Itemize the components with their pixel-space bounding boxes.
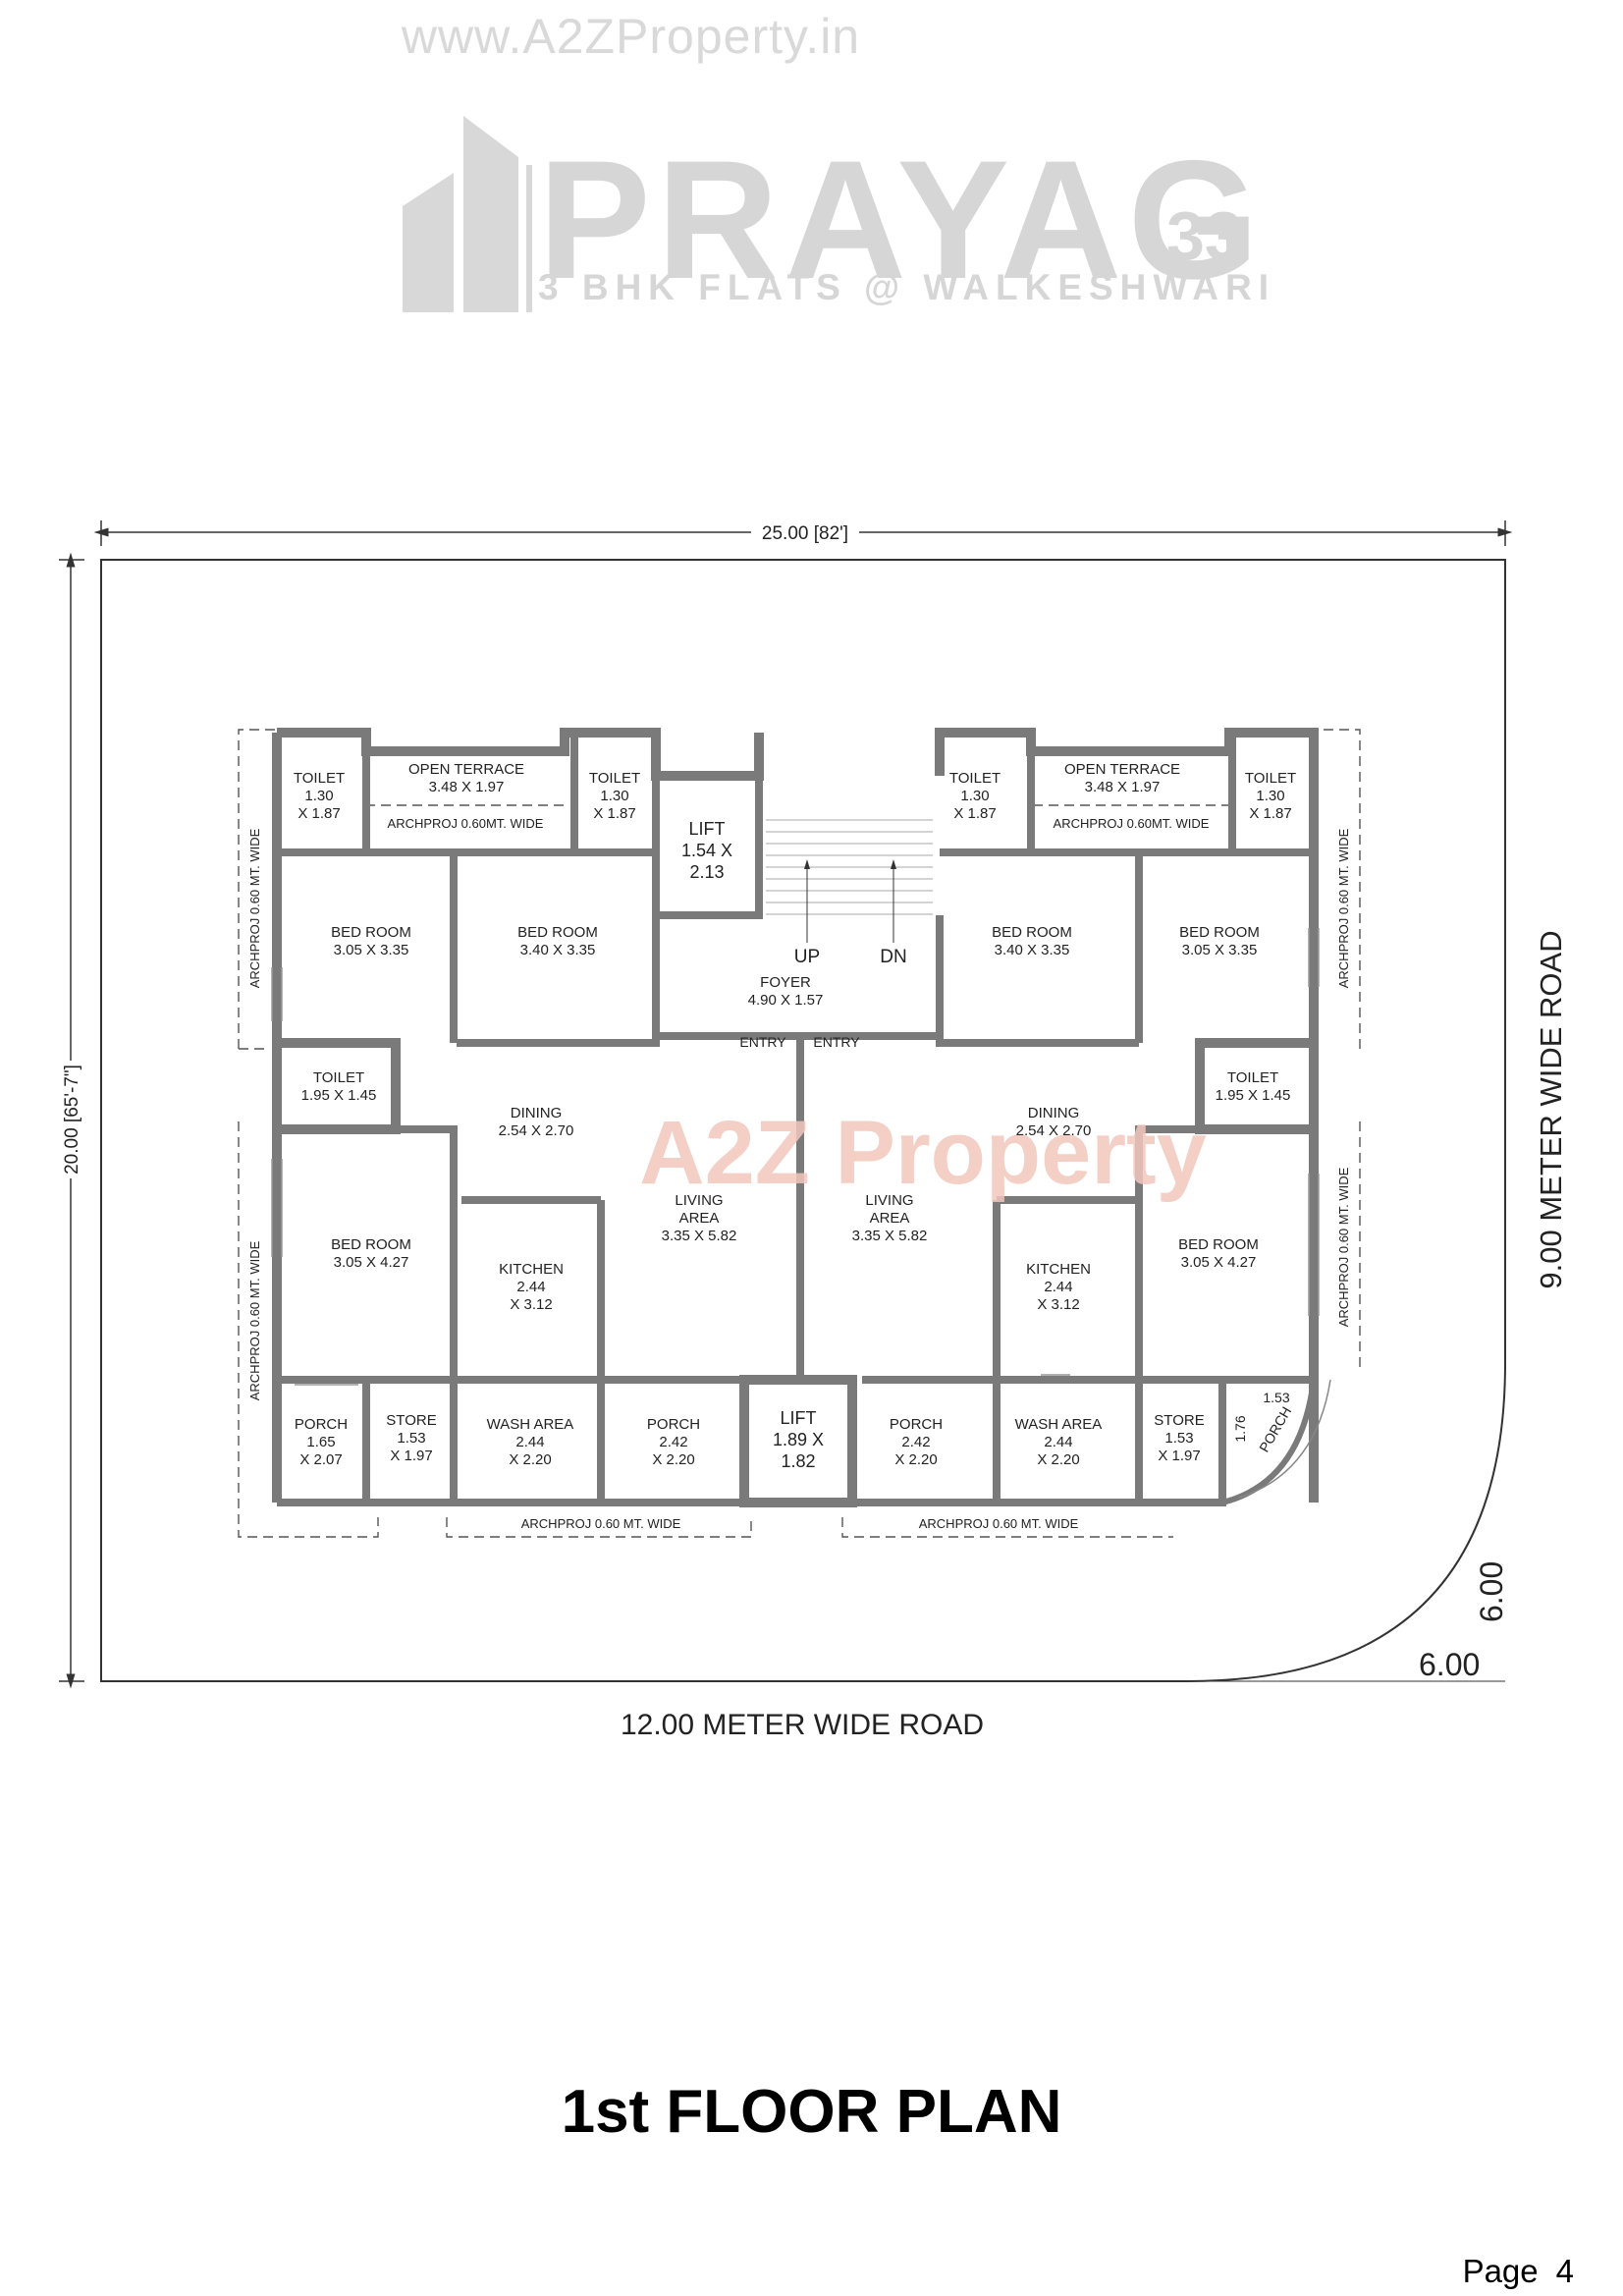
corner-porch-width: 1.53 — [1263, 1390, 1289, 1405]
page-value: 4 — [1555, 2253, 1574, 2289]
projection-label-bottom-left: ARCHPROJ 0.60 MT. WIDE — [521, 1516, 681, 1531]
projection-label-side-left-bottom: ARCHPROJ 0.60 MT. WIDE — [247, 1240, 262, 1400]
building-logo-icon — [403, 116, 532, 312]
brand-watermark: A2Z Property — [639, 1103, 1207, 1203]
corner-dimension-bottom: 6.00 — [1419, 1647, 1480, 1682]
page-label: Page — [1462, 2253, 1539, 2289]
site-boundary — [100, 559, 1506, 1682]
logo-wordmark: PRAYAG — [538, 126, 1266, 314]
corner-porch-label: PORCH — [1256, 1404, 1294, 1455]
stairs-up-label: UP — [794, 947, 820, 967]
projection-label-side-left-top: ARCHPROJ 0.60 MT. WIDE — [247, 828, 262, 988]
projection-label-side-right-bottom: ARCHPROJ 0.60 MT. WIDE — [1336, 1167, 1351, 1327]
projection-outlines — [238, 729, 1361, 1538]
stairs-down-label: DN — [880, 947, 906, 967]
entry-left: ENTRY — [739, 1034, 786, 1050]
bottom-road-label: 12.00 METER WIDE ROAD — [621, 1709, 984, 1741]
projection-label-top-left: ARCHPROJ 0.60MT. WIDE — [388, 816, 544, 831]
corner-dimension-right: 6.00 — [1474, 1561, 1509, 1622]
corner-porch-depth: 1.76 — [1232, 1415, 1248, 1442]
top-lift-walls — [652, 772, 763, 919]
width-dimension: 25.00 [82'] — [762, 523, 848, 544]
projection-label-top-right: ARCHPROJ 0.60MT. WIDE — [1054, 816, 1210, 831]
windows — [271, 928, 1320, 1386]
entry-right: ENTRY — [813, 1034, 860, 1050]
right-road-label: 9.00 METER WIDE ROAD — [1534, 930, 1568, 1288]
projection-label-bottom-right: ARCHPROJ 0.60 MT. WIDE — [919, 1516, 1079, 1531]
watermark-url: www.A2ZProperty.in — [401, 9, 861, 64]
staircase — [766, 819, 933, 915]
page-number: Page 4 — [1463, 2253, 1574, 2290]
bottom-lift-walls — [739, 1375, 857, 1507]
page-title: 1st FLOOR PLAN — [561, 2078, 1062, 2146]
projection-label-side-right-top: ARCHPROJ 0.60 MT. WIDE — [1336, 828, 1351, 988]
height-dimension: 20.00 [65'-7"] — [62, 1065, 82, 1175]
logo-tagline: 3 BHK FLATS @ WALKESHWARI — [538, 267, 1275, 307]
logo-number: 33 — [1166, 197, 1243, 274]
